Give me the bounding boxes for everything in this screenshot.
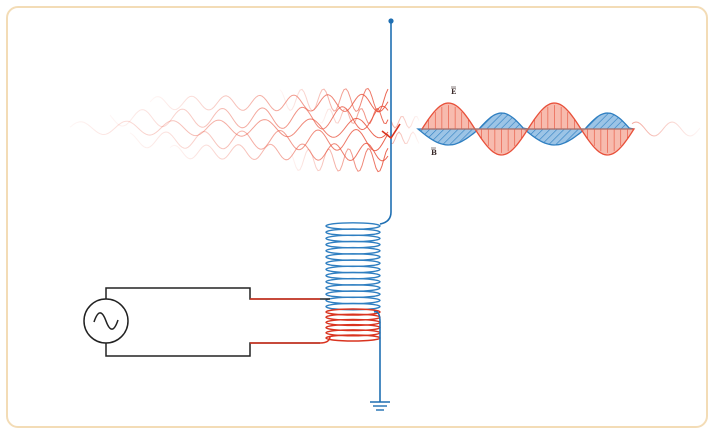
secondary-winding xyxy=(325,228,381,237)
diagram-frame xyxy=(6,6,708,428)
secondary-winding xyxy=(325,246,381,255)
radiated-wave-left xyxy=(289,147,389,173)
primary-winding xyxy=(325,308,381,316)
ac-source-icon xyxy=(83,298,129,344)
ground-wire xyxy=(373,310,381,402)
radiated-wave-left xyxy=(69,117,389,139)
secondary-winding xyxy=(325,222,381,230)
secondary-winding xyxy=(325,265,381,274)
radiated-waves-right xyxy=(390,115,701,145)
secondary-winding xyxy=(325,277,381,286)
radiated-wave-left xyxy=(129,128,389,152)
secondary-winding xyxy=(325,302,381,311)
radiated-wave-left xyxy=(169,142,389,162)
magnetic-lobe xyxy=(475,112,529,130)
electric-field-label: E xyxy=(451,87,456,96)
secondary-winding xyxy=(325,296,381,305)
secondary-winding xyxy=(325,284,381,292)
radiated-wave-left xyxy=(149,93,389,113)
magnetic-lobe xyxy=(522,128,586,146)
radiated-wave-right xyxy=(390,131,420,145)
secondary-winding xyxy=(325,253,381,261)
radiated-wave-right xyxy=(390,115,420,129)
radiated-waves-left xyxy=(69,87,389,173)
secondary-winding xyxy=(325,290,381,299)
emission-point xyxy=(381,123,401,140)
radiated-wave-left xyxy=(319,107,389,125)
radiated-wave-left xyxy=(279,87,389,113)
secondary-winding xyxy=(325,234,381,243)
magnetic-lobe xyxy=(416,128,480,146)
primary-circuit xyxy=(105,287,331,357)
antenna-mast xyxy=(379,21,392,225)
secondary-winding xyxy=(325,240,381,249)
secondary-winding xyxy=(325,259,381,268)
radiated-wave-left xyxy=(109,105,389,131)
electric-field-wave xyxy=(420,102,636,156)
magnetic-lobe xyxy=(581,112,635,130)
radiated-wave-right xyxy=(631,121,701,137)
magnetic-field-wave xyxy=(416,112,635,146)
ground-icon xyxy=(370,401,390,411)
transformer-coil xyxy=(325,222,381,342)
magnetic-field-label: B xyxy=(431,148,437,157)
secondary-winding xyxy=(325,271,381,280)
